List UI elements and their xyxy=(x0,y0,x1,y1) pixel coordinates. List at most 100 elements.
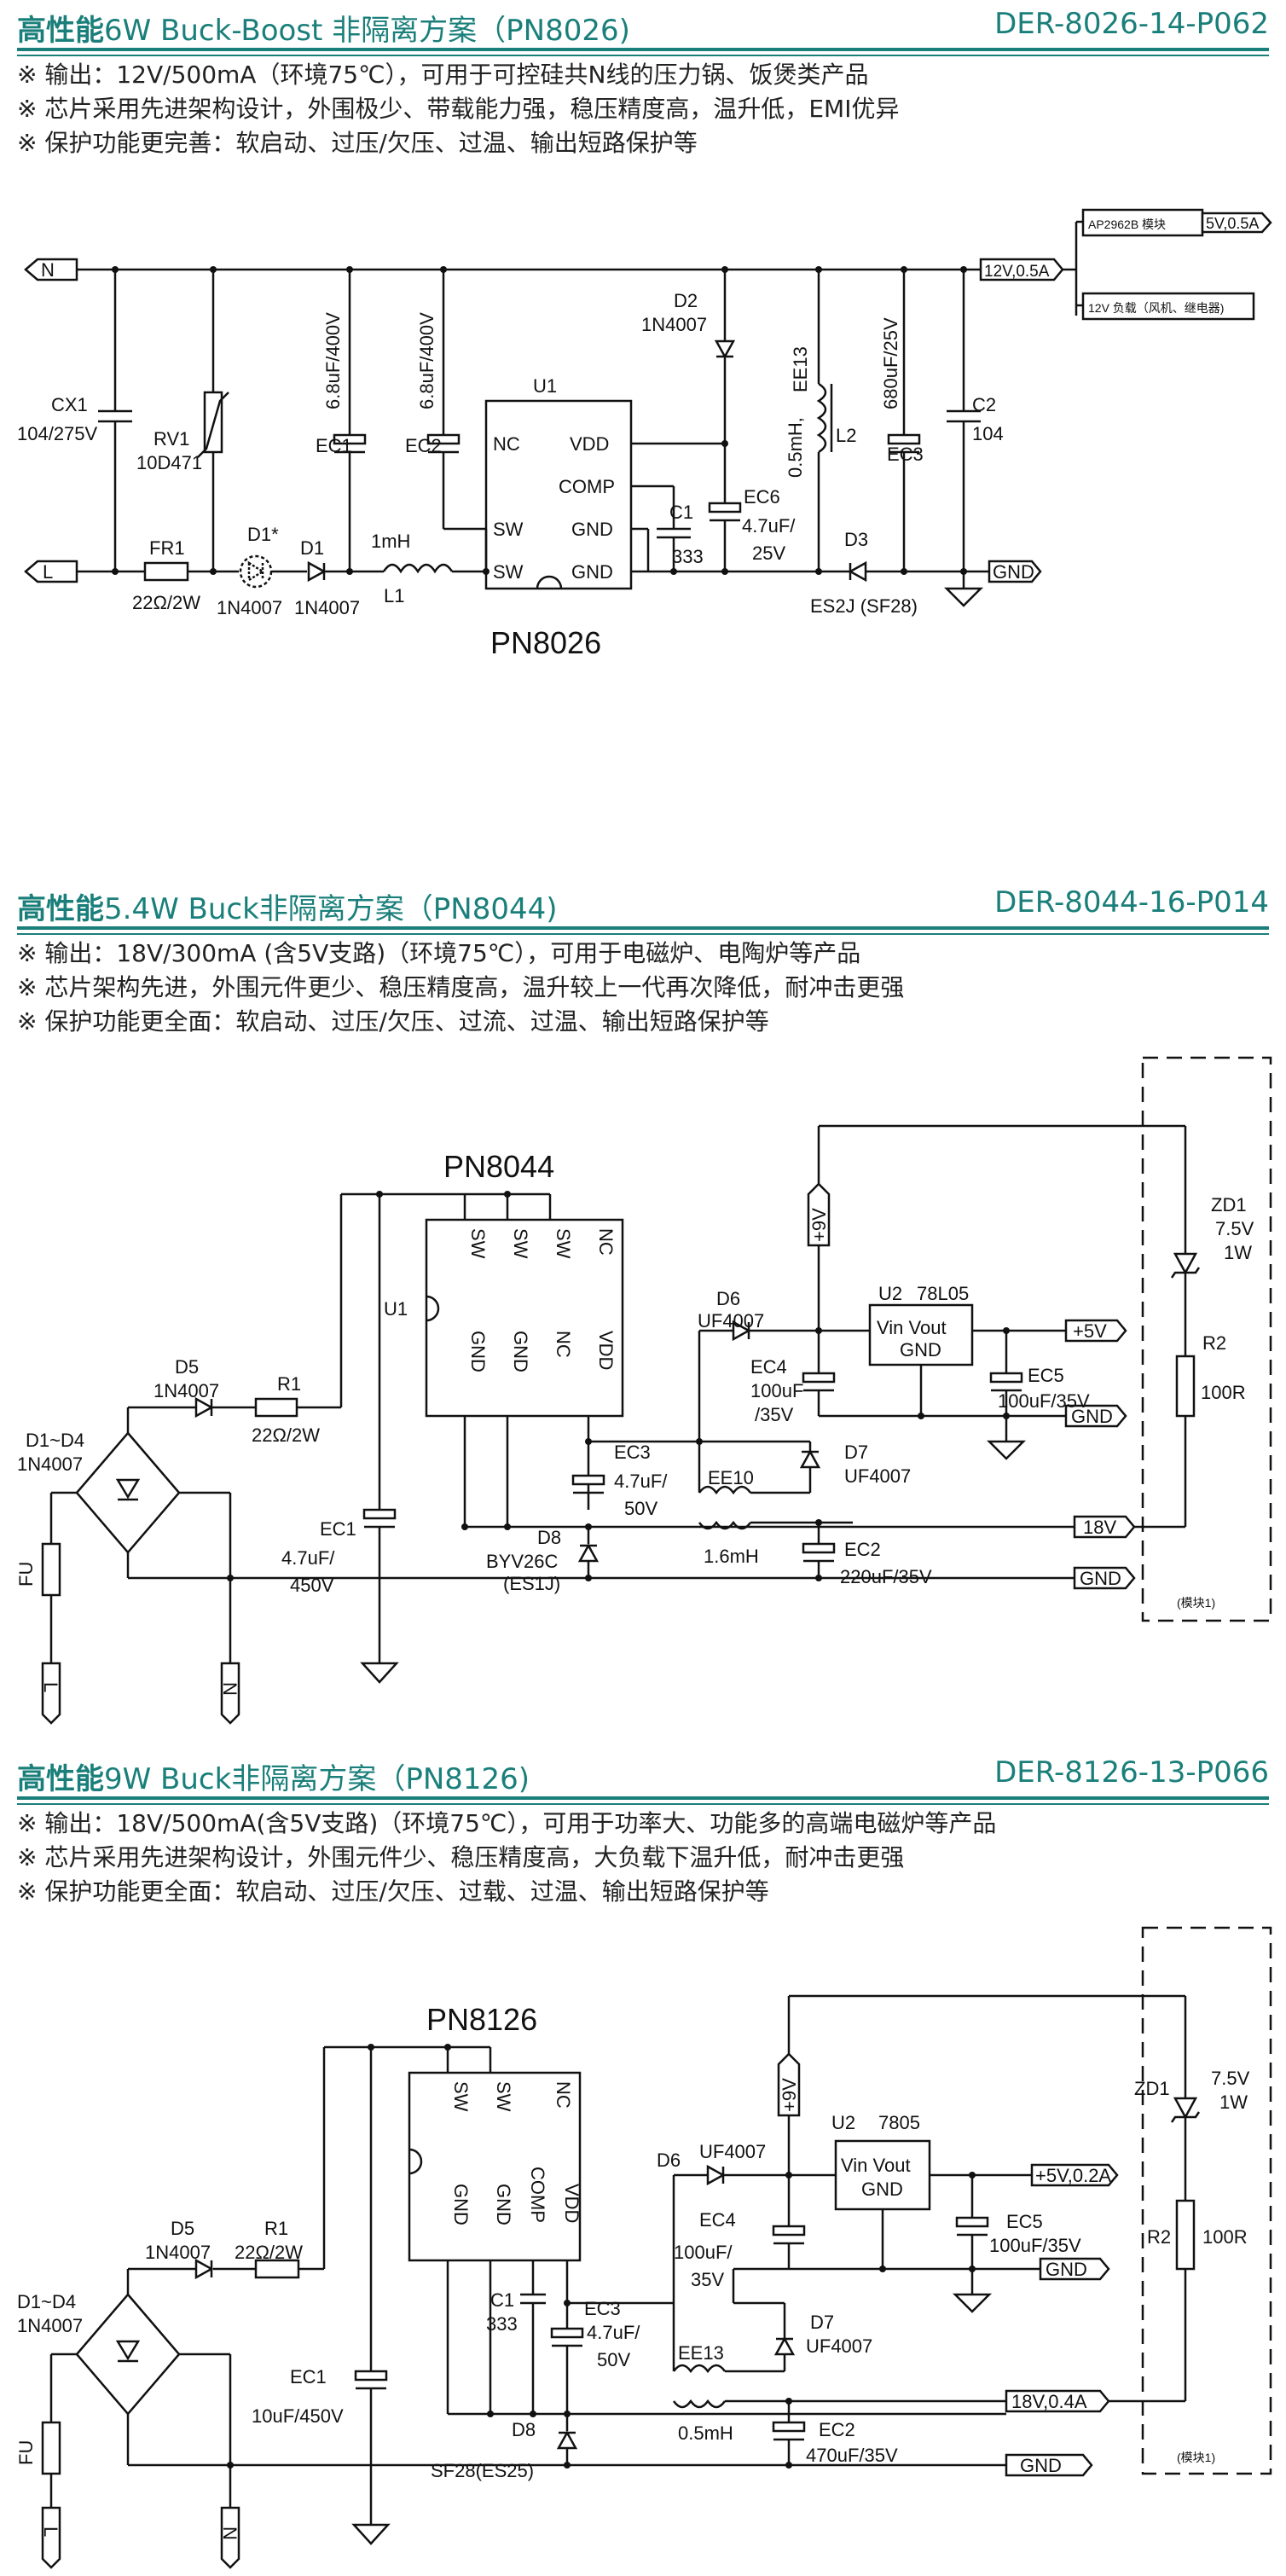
header-rule-thin xyxy=(17,1803,1269,1805)
output-18v-flag: 18V xyxy=(1083,1517,1116,1538)
pin-sw: SW xyxy=(493,561,524,583)
chip-name: PN8126 xyxy=(426,2002,537,2037)
feature-list: ※ 输出：12V/500mA（环境75℃），可用于可控硅共N线的压力锅、饭煲类产… xyxy=(17,58,899,160)
d7-value: UF4007 xyxy=(844,1465,911,1487)
r1-value: 22Ω/2W xyxy=(252,1424,320,1446)
header-rule-thin xyxy=(17,933,1269,935)
section-pn8026: 高性能6W Buck-Boost 非隔离方案（PN8026) DER-8026-… xyxy=(0,0,1286,853)
ec2-label: EC2 xyxy=(819,2419,855,2440)
pin-vdd: VDD xyxy=(561,2184,582,2223)
r1-label: R1 xyxy=(264,2218,288,2239)
plus9v-flag: +9V xyxy=(808,1208,830,1242)
ec4-label: EC4 xyxy=(750,1356,787,1378)
pin-sw: SW xyxy=(553,1228,574,1259)
ec3-value: 4.7uF/ xyxy=(614,1471,668,1492)
u2-label: U2 xyxy=(878,1283,902,1304)
ec3-label: EC3 xyxy=(614,1442,651,1463)
ec1-value: 6.8uF/400V xyxy=(322,312,344,409)
ec5-label: EC5 xyxy=(1028,1365,1064,1386)
header-rule-thin xyxy=(17,55,1269,56)
ec6-label: EC6 xyxy=(744,486,780,508)
l2-value: 0.5mH, xyxy=(785,417,806,478)
l1-value: 1mH xyxy=(371,531,410,552)
cx1-label: CX1 xyxy=(51,394,88,415)
net-flag-l: L xyxy=(40,2527,61,2537)
r2-value: 100R xyxy=(1201,1382,1246,1403)
section-header: 高性能9W Buck非隔离方案（PN8126) DER-8126-13-P066 xyxy=(17,1749,1269,1796)
d5-label: D5 xyxy=(175,1356,199,1378)
pin-nc: NC xyxy=(553,2081,574,2109)
d7-label: D7 xyxy=(844,1442,868,1463)
feature-list: ※ 输出：18V/500mA(含5V支路)（环境75℃），可用于功率大、功能多的… xyxy=(17,1807,996,1909)
u2-gnd: GND xyxy=(900,1339,941,1361)
ec1-value: 10uF/450V xyxy=(252,2405,344,2427)
ec2-label: EC2 xyxy=(844,1539,881,1560)
ec1-label: EC1 xyxy=(320,1518,356,1540)
ec2-label: EC2 xyxy=(405,435,442,456)
fr1-value: 22Ω/2W xyxy=(132,592,200,613)
d8-label: D8 xyxy=(537,1527,561,1548)
ec4-value: /35V xyxy=(755,1404,794,1425)
output-12v-flag: 12V,0.5A xyxy=(984,263,1050,281)
zd1-value: 7.5V xyxy=(1215,1218,1254,1239)
c1-value: 333 xyxy=(672,546,704,567)
d7-label: D7 xyxy=(810,2312,834,2333)
ap2962b-module: AP2962B 模块 xyxy=(1088,218,1166,231)
u2-gnd: GND xyxy=(861,2179,903,2200)
u2-value: 7805 xyxy=(878,2112,920,2133)
feature-item: ※ 输出：12V/500mA（环境75℃），可用于可控硅共N线的压力锅、饭煲类产… xyxy=(17,61,869,89)
ec6-value: 25V xyxy=(752,542,785,564)
section-header: 高性能6W Buck-Boost 非隔离方案（PN8026) DER-8026-… xyxy=(17,0,1269,48)
zd1-value: 1W xyxy=(1224,1242,1252,1263)
cx1-value: 104/275V xyxy=(17,423,98,444)
feature-item: ※ 输出：18V/300mA (含5V支路)（环境75℃），可用于电磁炉、电陶炉… xyxy=(17,939,861,967)
header-rule xyxy=(17,926,1269,930)
ee10-label: EE10 xyxy=(708,1467,754,1488)
bridge-label: D1~D4 xyxy=(26,1430,84,1451)
feature-item: ※ 芯片采用先进架构设计，外围元件少、稳压精度高，大负载下温升低，耐冲击更强 xyxy=(17,1843,905,1871)
pin-gnd: GND xyxy=(571,561,613,583)
u2-pins: Vin Vout xyxy=(877,1317,947,1338)
zd1-label: ZD1 xyxy=(1134,2078,1170,2099)
ec1-label: EC1 xyxy=(316,435,352,456)
r1-label: R1 xyxy=(277,1373,301,1395)
d6-label: D6 xyxy=(716,1288,740,1309)
c2-value: 104 xyxy=(972,423,1004,444)
ec3-value: 50V xyxy=(624,1498,657,1519)
plus9v-flag: +9V xyxy=(779,2078,800,2112)
feature-item: ※ 保护功能更完善：软启动、过压/欠压、过温、输出短路保护等 xyxy=(17,129,698,157)
pin-sw: SW xyxy=(467,1228,489,1259)
chip-name: PN8026 xyxy=(490,625,601,660)
inductor-value: 0.5mH xyxy=(678,2422,733,2444)
plus5v-flag: +5V xyxy=(1073,1320,1107,1342)
ec1-value: 4.7uF/ xyxy=(281,1547,335,1569)
feature-item: ※ 输出：18V/500mA(含5V支路)（环境75℃），可用于功率大、功能多的… xyxy=(17,1809,997,1837)
pin-gnd: GND xyxy=(571,519,613,540)
ec2-value: 220uF/35V xyxy=(840,1566,932,1587)
pin-sw: SW xyxy=(510,1228,531,1259)
output-5v-flag: 5V,0.5A xyxy=(1206,215,1259,232)
c1-label: C1 xyxy=(490,2289,514,2311)
12v-load-box: 12V 负载（风机、继电器) xyxy=(1088,301,1224,315)
d7-value: UF4007 xyxy=(806,2335,872,2357)
feature-item: ※ 芯片采用先进架构设计，外围极少、带载能力强，稳压精度高，温升低，EMI优异 xyxy=(17,95,900,123)
feature-item: ※ 保护功能更全面：软启动、过压/欠压、过载、过温、输出短路保护等 xyxy=(17,1877,769,1906)
feature-item: ※ 芯片架构先进，外围元件更少、稳压精度高，温升较上一代再次降低，耐冲击更强 xyxy=(17,973,905,1001)
fuse-label: FU xyxy=(15,1562,37,1587)
feature-list: ※ 输出：18V/300mA (含5V支路)（环境75℃），可用于电磁炉、电陶炉… xyxy=(17,937,904,1039)
pin-gnd: GND xyxy=(450,2184,472,2225)
d5-label: D5 xyxy=(171,2218,194,2239)
pin-sw: SW xyxy=(493,519,524,540)
ec4-value: 100uF xyxy=(750,1380,803,1401)
gnd-flag: GND xyxy=(993,561,1034,583)
zd1-value: 7.5V xyxy=(1211,2068,1250,2089)
zd1-value: 1W xyxy=(1219,2092,1248,2113)
r2-label: R2 xyxy=(1202,1332,1226,1354)
c1-value: 333 xyxy=(486,2313,518,2335)
d1-optional-value: 1N4007 xyxy=(217,597,282,618)
d8-value: SF28(ES25) xyxy=(431,2460,534,2481)
gnd-main-flag: GND xyxy=(1020,2455,1062,2476)
document-code: DER-8026-14-P062 xyxy=(994,7,1269,41)
module-label: (模块1) xyxy=(1177,2451,1215,2464)
c1-label: C1 xyxy=(669,502,693,523)
